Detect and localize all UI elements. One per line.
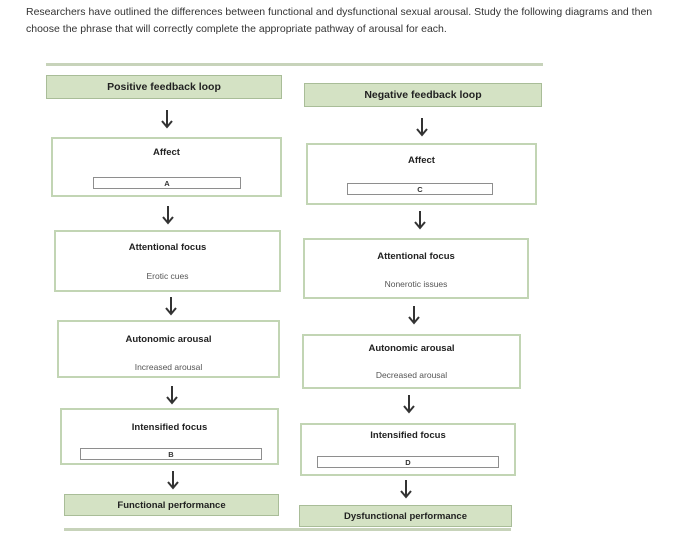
negative-intensified-focus-box: Intensified focus D xyxy=(300,423,516,476)
positive-intensified-focus-box: Intensified focus B xyxy=(60,408,279,465)
positive-affect-title: Affect xyxy=(153,147,180,158)
arrow-down-icon xyxy=(167,471,179,490)
arrow-down-icon xyxy=(400,480,412,499)
negative-affect-box: Affect C xyxy=(306,143,537,205)
arrow-down-icon xyxy=(162,206,174,225)
negative-loop-outcome: Dysfunctional performance xyxy=(299,505,512,527)
positive-autonomic-arousal-value: Increased arousal xyxy=(134,362,203,372)
top-divider xyxy=(46,63,543,66)
arrow-down-icon xyxy=(161,110,173,129)
negative-autonomic-arousal-value: Decreased arousal xyxy=(375,370,448,380)
answer-slot-c[interactable]: C xyxy=(347,183,493,195)
answer-slot-b[interactable]: B xyxy=(80,448,262,460)
positive-loop-outcome: Functional performance xyxy=(64,494,279,516)
answer-slot-d[interactable]: D xyxy=(317,456,499,468)
negative-affect-title: Affect xyxy=(408,155,435,166)
positive-attentional-focus-title: Attentional focus xyxy=(128,242,207,253)
arrow-down-icon xyxy=(403,395,415,414)
arrow-down-icon xyxy=(414,211,426,230)
negative-loop-header: Negative feedback loop xyxy=(304,83,542,107)
answer-slot-a[interactable]: A xyxy=(93,177,241,189)
arrow-down-icon xyxy=(408,306,420,325)
negative-intensified-focus-title: Intensified focus xyxy=(370,430,446,441)
negative-attentional-focus-title: Attentional focus xyxy=(377,251,455,262)
positive-loop-header: Positive feedback loop xyxy=(46,75,282,99)
arrow-down-icon xyxy=(416,118,428,137)
positive-affect-box: Affect A xyxy=(51,137,282,197)
instructions-text: Researchers have outlined the difference… xyxy=(26,6,653,35)
positive-attentional-focus-box: Attentional focus Erotic cues xyxy=(54,230,281,292)
arrow-down-icon xyxy=(165,297,177,316)
positive-attentional-focus-value: Erotic cues xyxy=(146,271,189,281)
positive-autonomic-arousal-title: Autonomic arousal xyxy=(125,334,212,345)
negative-attentional-focus-box: Attentional focus Nonerotic issues xyxy=(303,238,529,299)
arrow-down-icon xyxy=(166,386,178,405)
bottom-divider xyxy=(64,528,511,531)
positive-intensified-focus-title: Intensified focus xyxy=(131,422,208,433)
positive-autonomic-arousal-box: Autonomic arousal Increased arousal xyxy=(57,320,280,378)
negative-autonomic-arousal-box: Autonomic arousal Decreased arousal xyxy=(302,334,521,389)
negative-autonomic-arousal-title: Autonomic arousal xyxy=(368,343,455,354)
negative-attentional-focus-value: Nonerotic issues xyxy=(384,279,448,289)
